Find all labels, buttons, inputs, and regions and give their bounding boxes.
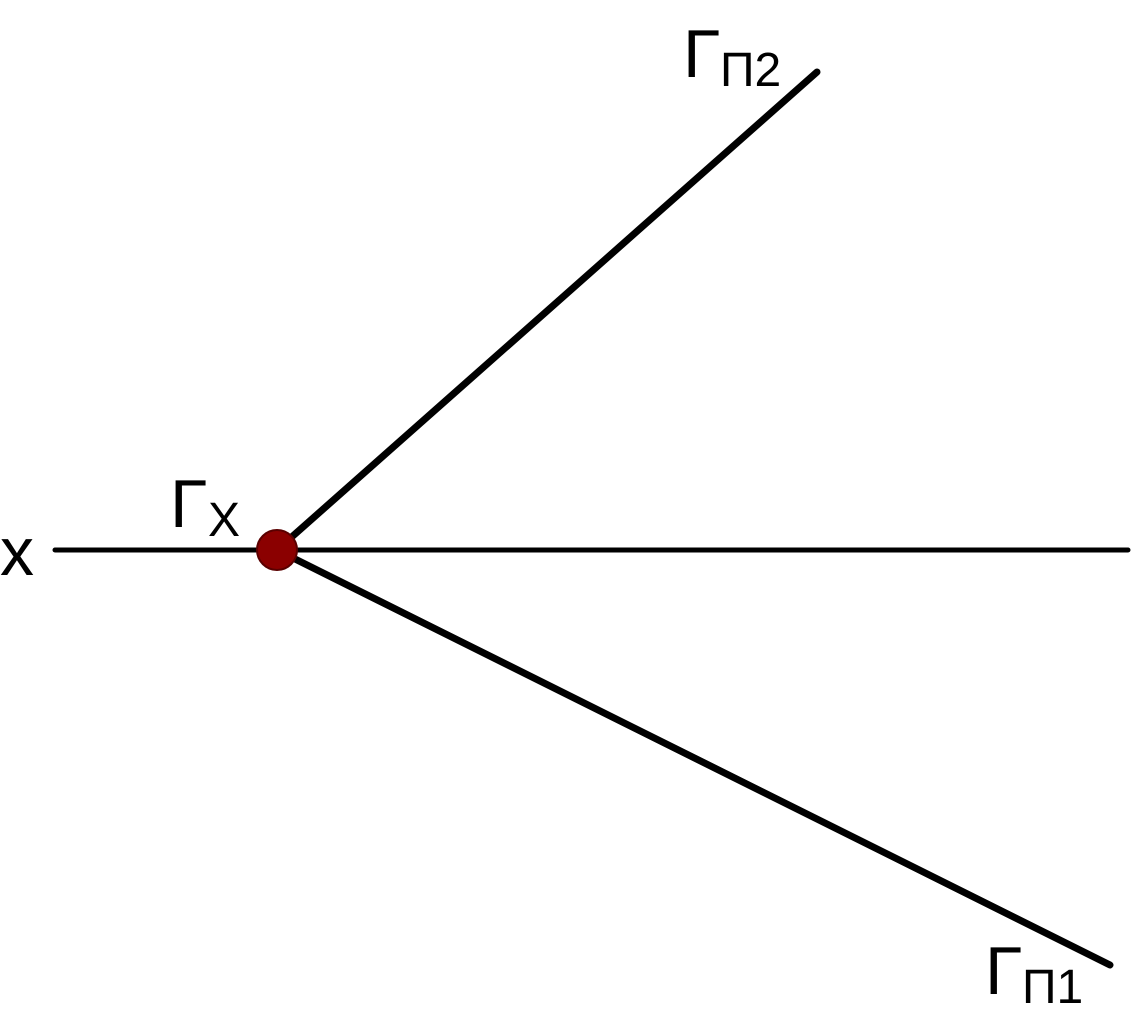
- axis-label-x: x: [0, 514, 34, 590]
- label-trace-x-subscript: X: [208, 494, 240, 547]
- trace-x-point: [256, 529, 298, 571]
- label-trace-p1-subscript: П1: [1022, 961, 1083, 1014]
- label-trace-p2-subscript: П2: [720, 44, 781, 97]
- label-trace-x: Г X: [170, 466, 240, 547]
- label-trace-p2: Г П2: [683, 16, 781, 97]
- trace-p2-line: [273, 68, 821, 554]
- trace-p1-line: [273, 546, 1114, 969]
- label-trace-p2-symbol: Г: [683, 16, 720, 92]
- label-trace-p1: Г П1: [985, 933, 1083, 1014]
- label-trace-p1-symbol: Г: [985, 933, 1022, 1009]
- label-trace-x-symbol: Г: [170, 466, 207, 542]
